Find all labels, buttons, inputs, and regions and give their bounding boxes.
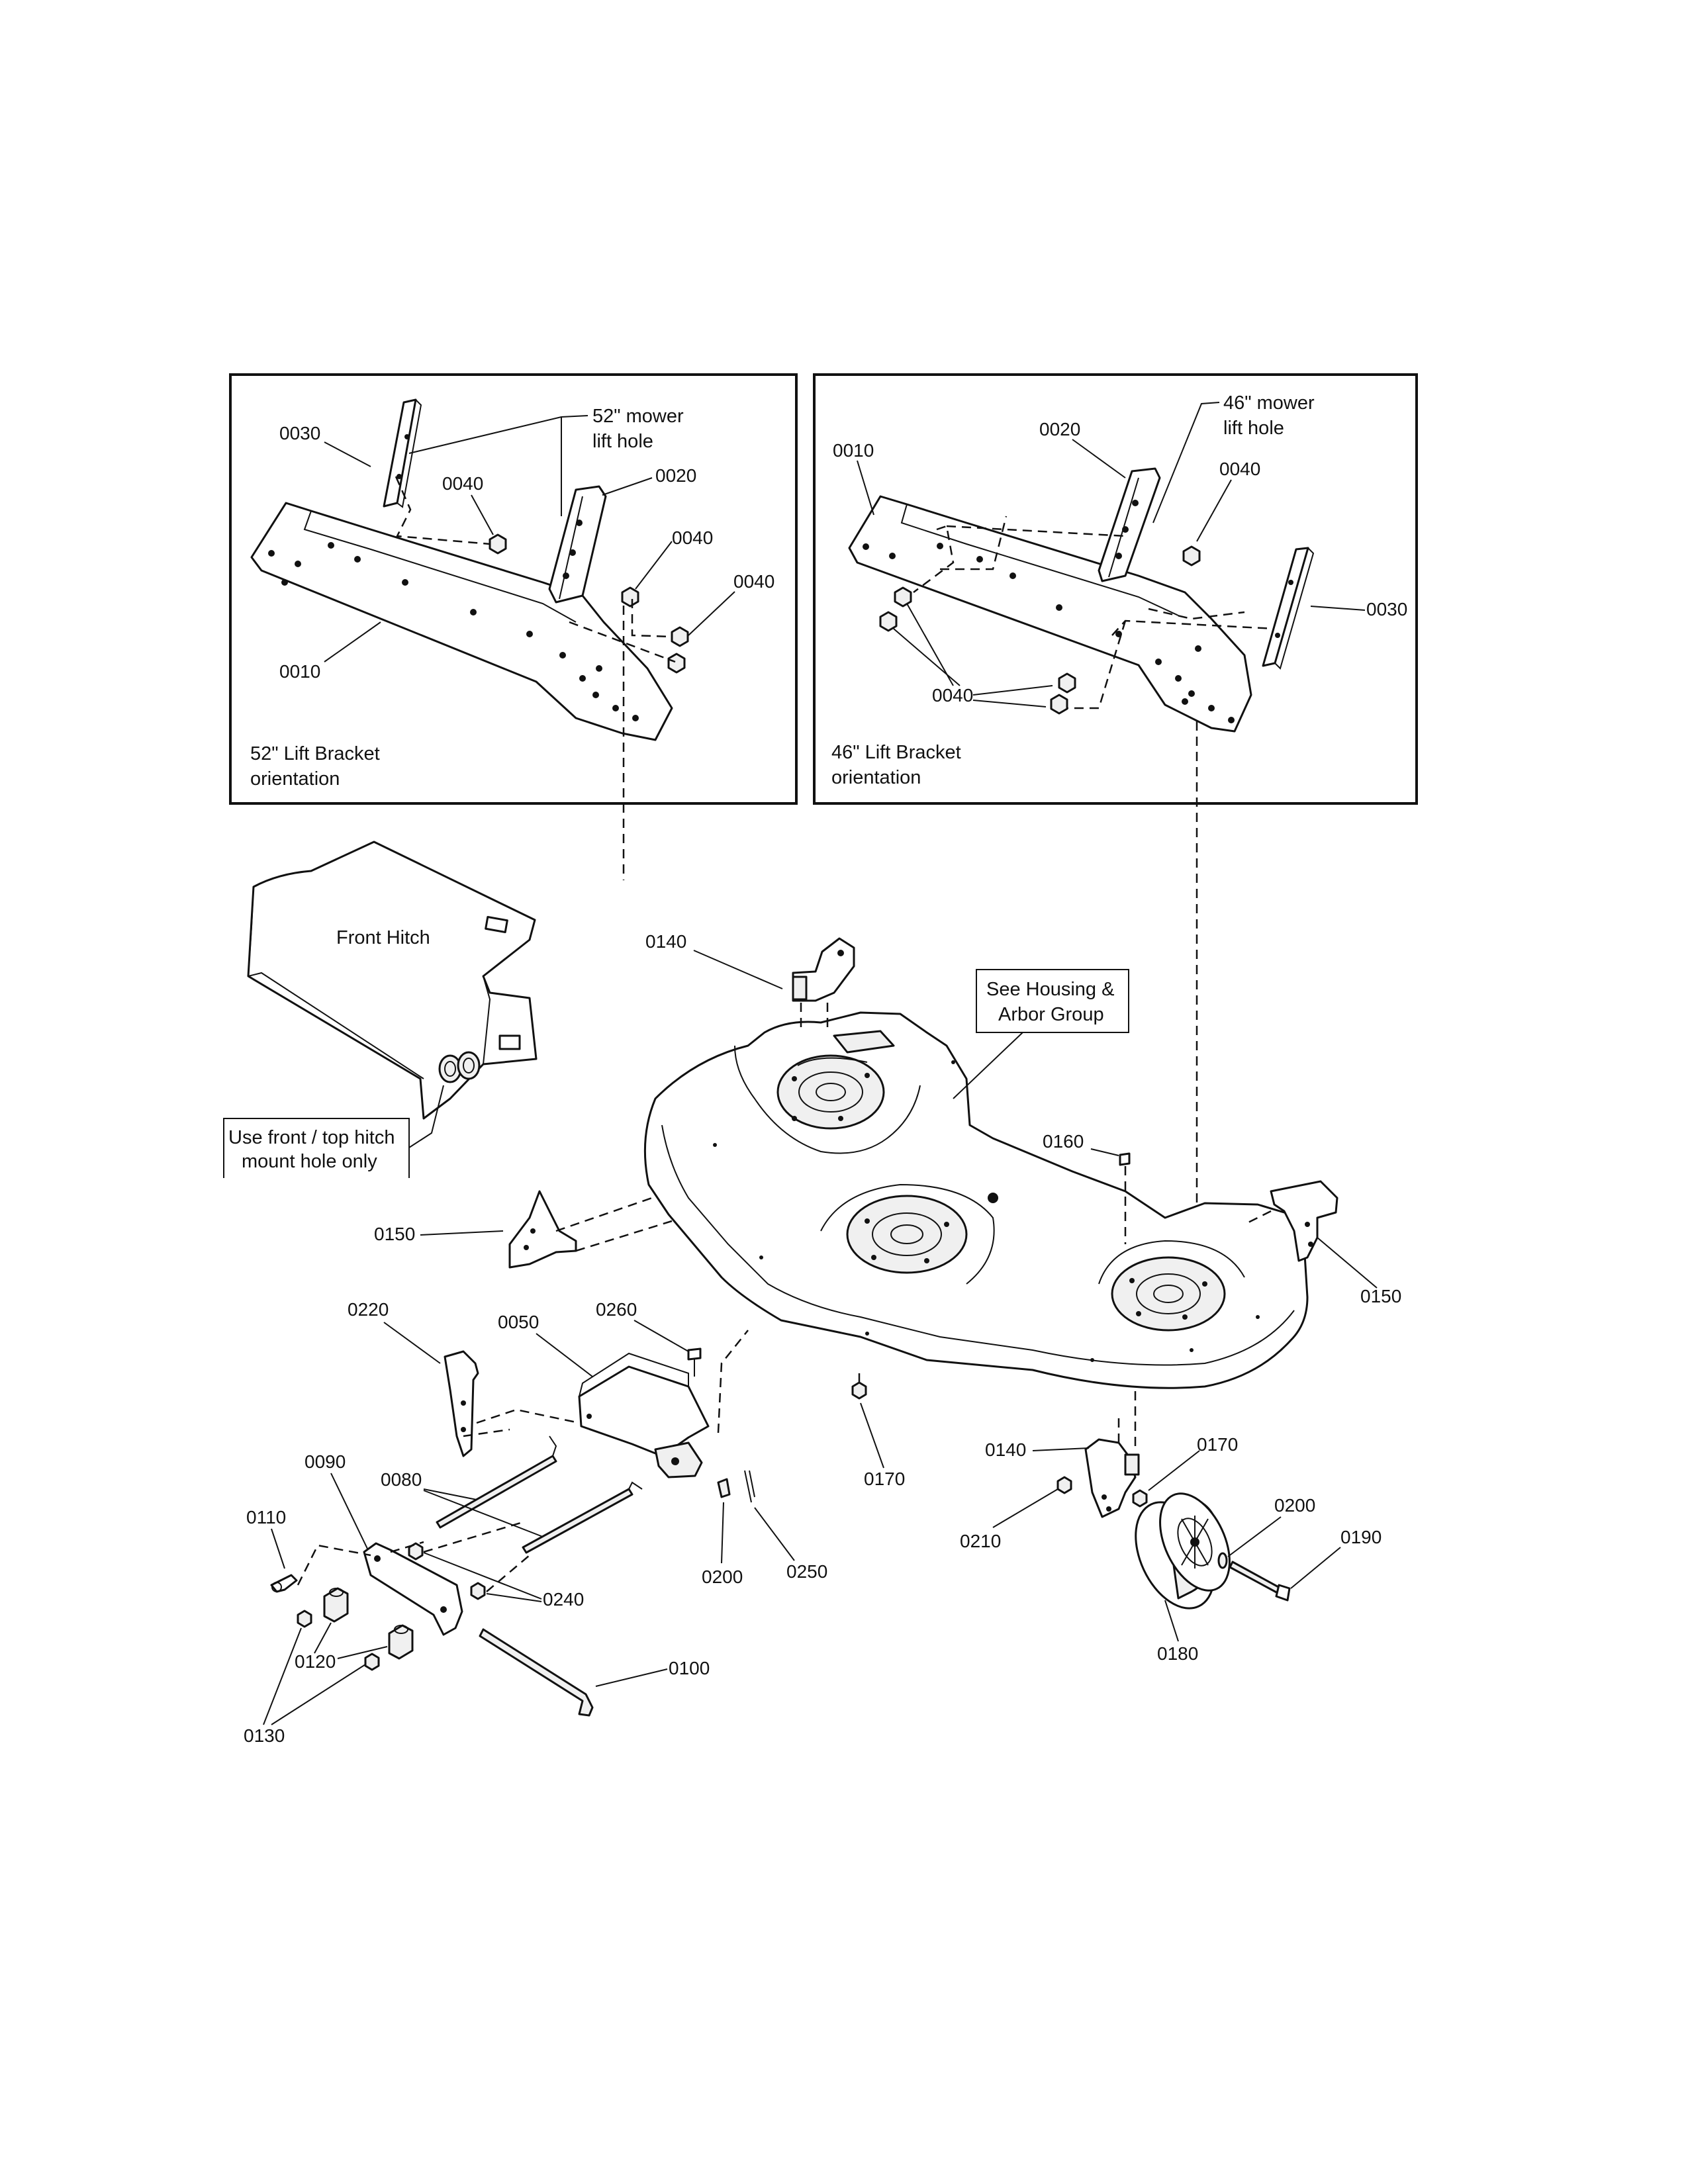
hitch-note-line1: Use front / top hitch bbox=[228, 1127, 395, 1148]
callout-0010-46: 0010 bbox=[833, 440, 874, 461]
spindle-left bbox=[776, 1054, 885, 1130]
bracket-0140-top: 0140 bbox=[645, 931, 855, 1032]
callout-0130: 0130 bbox=[244, 1725, 285, 1746]
callout-0010-52: 0010 bbox=[279, 661, 320, 682]
callout-0100: 0100 bbox=[669, 1658, 710, 1678]
bracket-holes-46 bbox=[863, 543, 1235, 723]
bracket-0140-bottom: 0140 bbox=[985, 1388, 1140, 1518]
nuts-0040-52 bbox=[489, 533, 689, 674]
callout-0200-left: 0200 bbox=[702, 1567, 743, 1587]
inset-52-frame bbox=[229, 373, 798, 805]
nuts-0040-46 bbox=[879, 545, 1201, 715]
housing-note-line1: See Housing & bbox=[986, 979, 1114, 1000]
callout-0180: 0180 bbox=[1157, 1643, 1198, 1664]
washer-0200-right: 0200 bbox=[1217, 1495, 1315, 1569]
nut-0210: 0210 bbox=[960, 1476, 1072, 1551]
nut-0170-right: 0170 bbox=[1132, 1434, 1238, 1508]
callout-0040b-52: 0040 bbox=[672, 527, 713, 548]
bracket-0020-46 bbox=[1098, 467, 1161, 582]
bolt-0190: 0190 bbox=[1229, 1527, 1382, 1602]
bracket-0150-right: 0150 bbox=[1244, 1180, 1401, 1306]
hitch-mount-holes bbox=[438, 1051, 481, 1083]
bolt-0160: 0160 bbox=[1043, 1131, 1131, 1244]
caption-46-line1: 46" Lift Bracket bbox=[831, 742, 961, 763]
callout-0250: 0250 bbox=[786, 1561, 827, 1582]
callout-0080: 0080 bbox=[381, 1469, 422, 1490]
callout-0170-right: 0170 bbox=[1197, 1434, 1238, 1455]
bolt-0260: 0260 bbox=[596, 1299, 749, 1433]
housing-note-line2: Arbor Group bbox=[998, 1004, 1104, 1025]
bracket-0050: 0050 bbox=[463, 1312, 710, 1479]
callout-0120: 0120 bbox=[295, 1651, 336, 1672]
nuts-0130: 0130 bbox=[244, 1610, 380, 1746]
gauge-wheel-0180: 0180 bbox=[1135, 1492, 1231, 1664]
rods-0080: 0080 bbox=[381, 1435, 643, 1554]
note-52-mower-line1: 52" mower bbox=[592, 406, 684, 427]
arm-0090: 0090 bbox=[305, 1451, 463, 1636]
bracket-0150-left: 0150 bbox=[374, 1190, 673, 1269]
inset-46-frame bbox=[813, 373, 1418, 805]
callout-0150-left: 0150 bbox=[374, 1224, 415, 1244]
deck-bolt-dots bbox=[713, 1060, 1260, 1362]
pin-0110: 0110 bbox=[246, 1507, 298, 1593]
callout-0200-right: 0200 bbox=[1274, 1495, 1315, 1516]
callout-0240: 0240 bbox=[543, 1589, 584, 1610]
callout-0220: 0220 bbox=[348, 1299, 389, 1320]
callout-0110: 0110 bbox=[246, 1507, 286, 1527]
bracket-0020-52 bbox=[548, 485, 607, 604]
spindle-right bbox=[1111, 1256, 1226, 1332]
callout-0260: 0260 bbox=[596, 1299, 637, 1320]
callout-0140-top: 0140 bbox=[645, 931, 686, 952]
mower-deck-housing: See Housing & Arbor Group bbox=[643, 969, 1309, 1389]
nut-0170-left: 0170 bbox=[851, 1373, 905, 1489]
housing-note-box: See Housing & Arbor Group bbox=[953, 969, 1129, 1099]
callout-0090: 0090 bbox=[305, 1451, 346, 1472]
front-hitch-label: Front Hitch bbox=[336, 927, 430, 948]
callout-0030-46: 0030 bbox=[1366, 599, 1407, 619]
bushings-0120: 0120 bbox=[295, 1587, 414, 1672]
front-hitch-plate bbox=[247, 841, 538, 1120]
cotter-0250: 0250 bbox=[744, 1470, 827, 1582]
note-46-mower-line2: lift hole bbox=[1223, 418, 1284, 439]
hitch-note-box: Use front / top hitch mount hole only bbox=[223, 1085, 444, 1178]
inset-52-lift-bracket: 0030 0040 0020 0040 0040 0010 52" mower … bbox=[229, 373, 798, 805]
pin-0200-left: 0200 bbox=[702, 1478, 743, 1587]
caption-52-line1: 52" Lift Bracket bbox=[250, 743, 380, 764]
hitch-note-line2: mount hole only bbox=[242, 1151, 377, 1172]
bracket-holes-52 bbox=[268, 542, 639, 721]
inset-46-lift-bracket: 0010 0020 0040 0030 0040 46" mower lift … bbox=[813, 373, 1418, 805]
callout-0040a-52: 0040 bbox=[442, 473, 483, 494]
callout-0050: 0050 bbox=[498, 1312, 539, 1332]
callout-0020-46: 0020 bbox=[1039, 419, 1080, 439]
nuts-0240: 0240 bbox=[408, 1521, 584, 1610]
callout-0040a-46: 0040 bbox=[1219, 459, 1260, 479]
note-52-mower-line2: lift hole bbox=[592, 431, 653, 452]
callout-0190: 0190 bbox=[1340, 1527, 1382, 1547]
spindle-center bbox=[846, 1195, 968, 1274]
caption-52-line2: orientation bbox=[250, 768, 340, 790]
callout-0150-right: 0150 bbox=[1360, 1286, 1401, 1306]
bracket-0220: 0220 bbox=[348, 1299, 479, 1457]
caption-46-line2: orientation bbox=[831, 767, 921, 788]
callout-0170-left: 0170 bbox=[864, 1469, 905, 1489]
callout-0140-bottom: 0140 bbox=[985, 1439, 1026, 1460]
lift-bracket-0010-52 bbox=[250, 502, 673, 741]
rod-0100: 0100 bbox=[479, 1628, 710, 1717]
deck-outline bbox=[643, 1011, 1309, 1389]
callout-0160: 0160 bbox=[1043, 1131, 1084, 1152]
lift-bracket-0010-46 bbox=[848, 495, 1252, 733]
callout-0040b-46: 0040 bbox=[932, 685, 973, 705]
front-hitch: Front Hitch Use front / top hitch mount … bbox=[223, 841, 538, 1178]
callout-0040c-52: 0040 bbox=[733, 571, 774, 592]
callout-0210: 0210 bbox=[960, 1531, 1001, 1551]
note-46-mower-line1: 46" mower bbox=[1223, 392, 1315, 414]
callout-0030-52: 0030 bbox=[279, 423, 320, 443]
callout-0020-52: 0020 bbox=[655, 465, 696, 486]
